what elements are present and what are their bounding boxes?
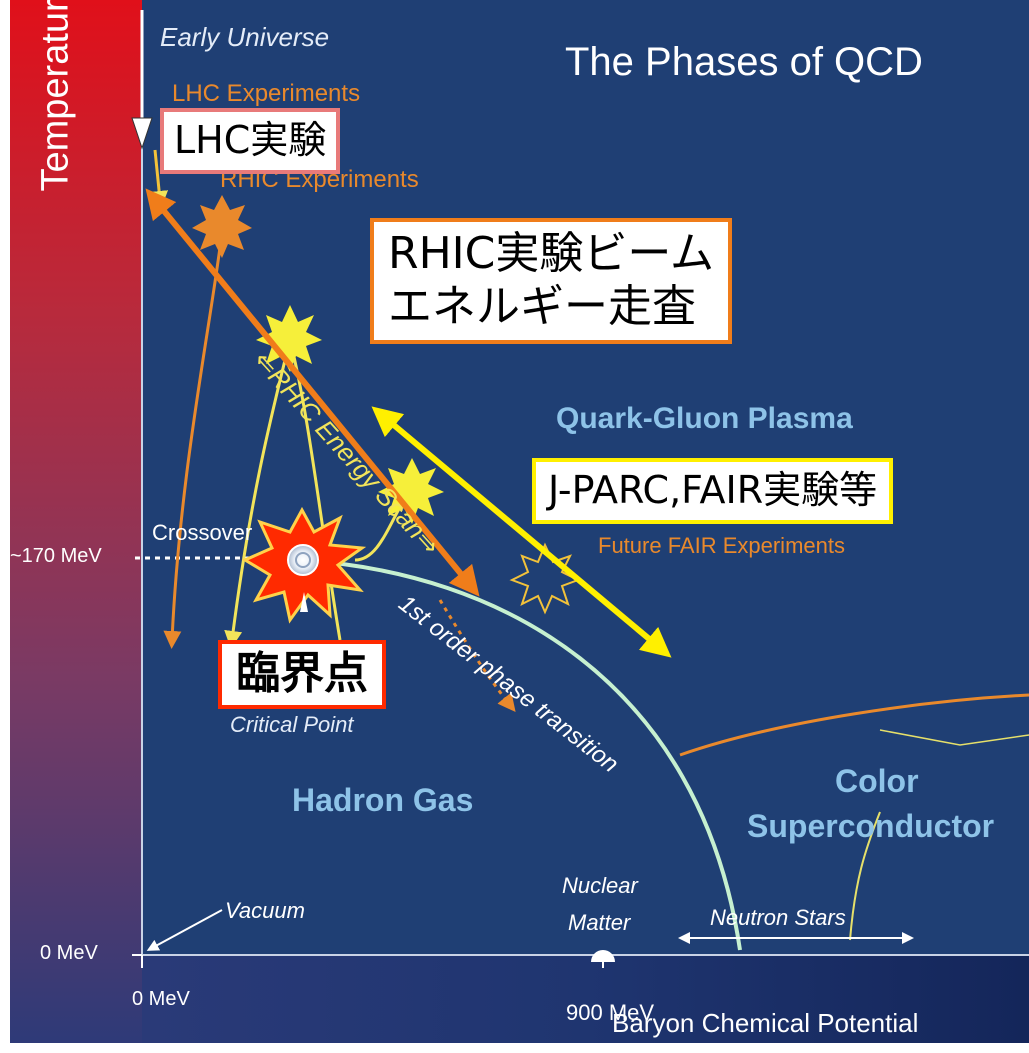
critical-point-callout: 臨界点 [218,640,386,709]
matter-label: Matter [568,910,631,935]
superconductor-boundary [679,693,1029,757]
potential-bar [142,955,1029,1043]
future-fair-label: Future FAIR Experiments [598,533,845,558]
temperature-bar [10,0,142,1043]
jparc-callout: J-PARC,FAIR実験等 [532,458,894,524]
nuclear-label: Nuclear [562,873,638,898]
quark-gluon-plasma-label: Quark-Gluon Plasma [556,402,853,435]
rhic-callout-line1: RHIC実験ビーム [388,228,715,279]
x-axis-label: Baryon Chemical Potential [612,1008,919,1038]
neutron-stars-label: Neutron Stars [710,905,846,930]
critical-point-marker [287,544,319,576]
hadron-gas-label: Hadron Gas [292,782,474,818]
crossover-label: Crossover [152,520,253,545]
y-axis-label: Temperature [34,0,77,192]
rhic-callout: RHIC実験ビーム エネルギー走査 [370,218,733,344]
jparc-overlay-arrow [371,406,672,658]
vacuum-arrow [146,909,223,951]
x-tick-label-0: 0 MeV [132,988,190,1010]
y-tick-label-170: ~170 MeV [10,545,102,567]
critical-point-pointer [300,592,308,612]
color-label: Color [835,763,919,799]
superconductor-pointer-2 [849,811,881,941]
critical-point-label: Critical Point [230,712,354,737]
early-universe-label: Early Universe [160,22,330,52]
superconductor-label: Superconductor [747,808,995,844]
nuclear-matter-dot [591,950,615,962]
superconductor-pointer-1 [879,729,1029,746]
vacuum-label: Vacuum [225,898,305,923]
page-title: The Phases of QCD [565,40,923,84]
lhc-callout: LHC実験 [160,108,341,174]
y-tick-label-0: 0 MeV [40,942,98,964]
lhc-experiments-label: LHC Experiments [172,80,361,107]
x-tick-label-900: 900 MeV [566,1000,655,1025]
early-universe-arrow-head [131,117,153,150]
rhic-callout-line2: エネルギー走査 [388,280,696,332]
